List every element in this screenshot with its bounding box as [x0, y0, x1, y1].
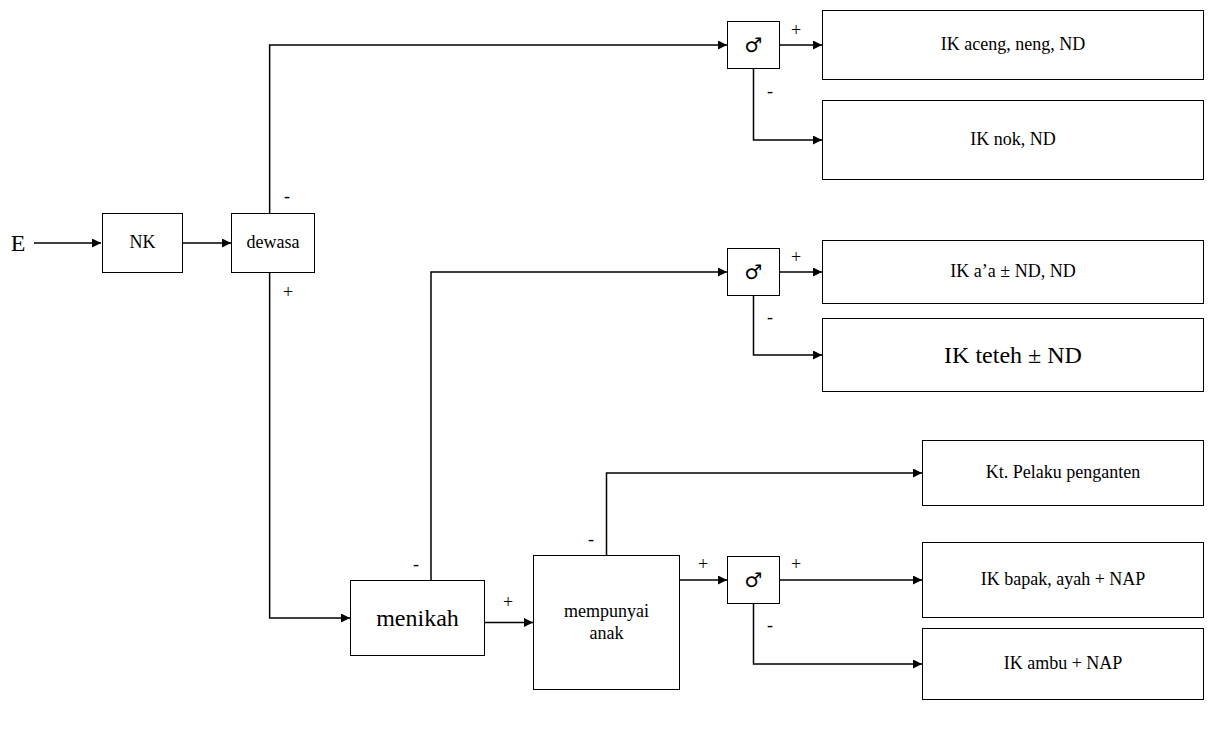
- flow-arrow: [780, 44, 822, 46]
- branch-sign: +: [281, 283, 295, 303]
- result-box: Kt. Pelaku penganten: [922, 440, 1204, 506]
- process-box: NK: [102, 213, 183, 273]
- node-text: ♂: [745, 260, 763, 284]
- node-text: menikah: [376, 604, 459, 633]
- flow-arrow: [680, 579, 727, 581]
- node-text: ♂: [745, 568, 763, 592]
- result-box: IK ambu + NAP: [922, 628, 1204, 700]
- branch-sign: +: [696, 555, 710, 575]
- flow-arrow: [754, 69, 823, 140]
- branch-sign: +: [789, 555, 803, 575]
- result-box: IK aceng, neng, ND: [822, 10, 1204, 80]
- decision-box: menikah: [350, 580, 485, 656]
- node-text: IK bapak, ayah + NAP: [981, 569, 1146, 591]
- branch-sign: +: [789, 21, 803, 41]
- flow-arrow: [780, 579, 922, 581]
- gender-box: ♂: [727, 556, 780, 604]
- branch-sign: -: [765, 82, 775, 102]
- node-text: IK aceng, neng, ND: [941, 34, 1085, 56]
- gender-box: ♂: [727, 21, 780, 69]
- flow-arrow: [431, 272, 727, 580]
- branch-sign: -: [765, 308, 775, 328]
- decision-box: dewasa: [231, 213, 315, 273]
- node-text: IK a’a ± ND, ND: [950, 261, 1075, 283]
- flow-arrow: [754, 296, 823, 355]
- entry-label: E: [9, 230, 28, 256]
- branch-sign: -: [765, 616, 775, 636]
- result-box: IK bapak, ayah + NAP: [922, 542, 1204, 618]
- node-text: ♂: [745, 33, 763, 57]
- entry-arrow: [34, 242, 101, 244]
- branch-sign: -: [586, 530, 596, 550]
- result-box: IK nok, ND: [822, 100, 1204, 180]
- gender-box: ♂: [727, 248, 780, 296]
- result-box: IK teteh ± ND: [822, 318, 1204, 392]
- flow-arrow: [485, 622, 533, 624]
- flow-arrow: [607, 473, 923, 555]
- node-text: dewasa: [247, 232, 300, 254]
- branch-sign: +: [789, 248, 803, 268]
- branch-sign: -: [282, 187, 292, 207]
- branch-sign: +: [501, 593, 515, 613]
- node-text: IK teteh ± ND: [944, 341, 1082, 370]
- node-text: mempunyai anak: [557, 601, 657, 644]
- node-text: NK: [130, 232, 156, 254]
- flow-arrow: [270, 45, 727, 213]
- result-box: IK a’a ± ND, ND: [822, 240, 1204, 304]
- node-text: Kt. Pelaku penganten: [986, 462, 1140, 484]
- branch-sign: -: [411, 555, 421, 575]
- flow-arrow: [183, 242, 231, 244]
- flow-arrow: [780, 271, 822, 273]
- node-text: IK ambu + NAP: [1004, 653, 1123, 675]
- decision-box: mempunyai anak: [533, 555, 680, 690]
- flow-arrow: [270, 273, 350, 618]
- flow-arrow: [754, 604, 923, 664]
- node-text: IK nok, ND: [970, 129, 1056, 151]
